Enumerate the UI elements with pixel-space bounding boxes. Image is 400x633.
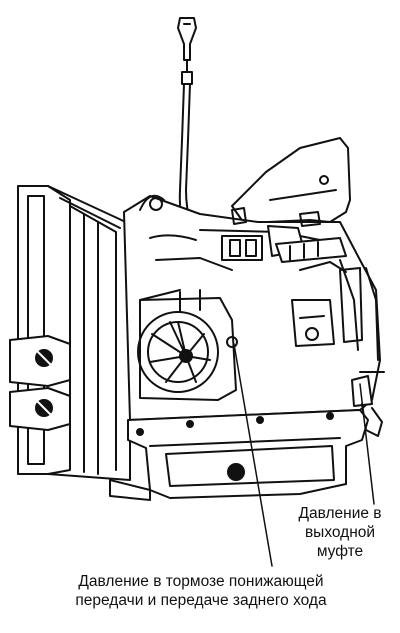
- label-reduction-brake-pressure: Давление в тормозе понижающей передачи и…: [34, 572, 368, 610]
- right-side-parts: [292, 268, 384, 436]
- label-output-clutch-line-3: муфте: [316, 543, 364, 560]
- label-reduction-brake-line-2: передачи и передаче заднего хода: [75, 592, 327, 609]
- label-output-clutch-line-1: Давление в: [298, 505, 382, 522]
- label-output-clutch-pressure: Давление в выходной муфте: [283, 504, 397, 561]
- oil-pan: [110, 410, 368, 500]
- solenoid-connectors: [222, 208, 346, 262]
- impeller-cover: [138, 290, 237, 400]
- leader-line-reduction-brake: [234, 344, 272, 566]
- label-output-clutch-line-2: выходной: [304, 524, 376, 541]
- leader-line-output-clutch: [360, 384, 374, 504]
- dipstick-handle: [178, 18, 196, 84]
- label-reduction-brake-line-1: Давление в тормозе понижающей: [78, 573, 324, 590]
- bell-housing: [10, 186, 130, 480]
- mounting-bracket: [232, 138, 350, 226]
